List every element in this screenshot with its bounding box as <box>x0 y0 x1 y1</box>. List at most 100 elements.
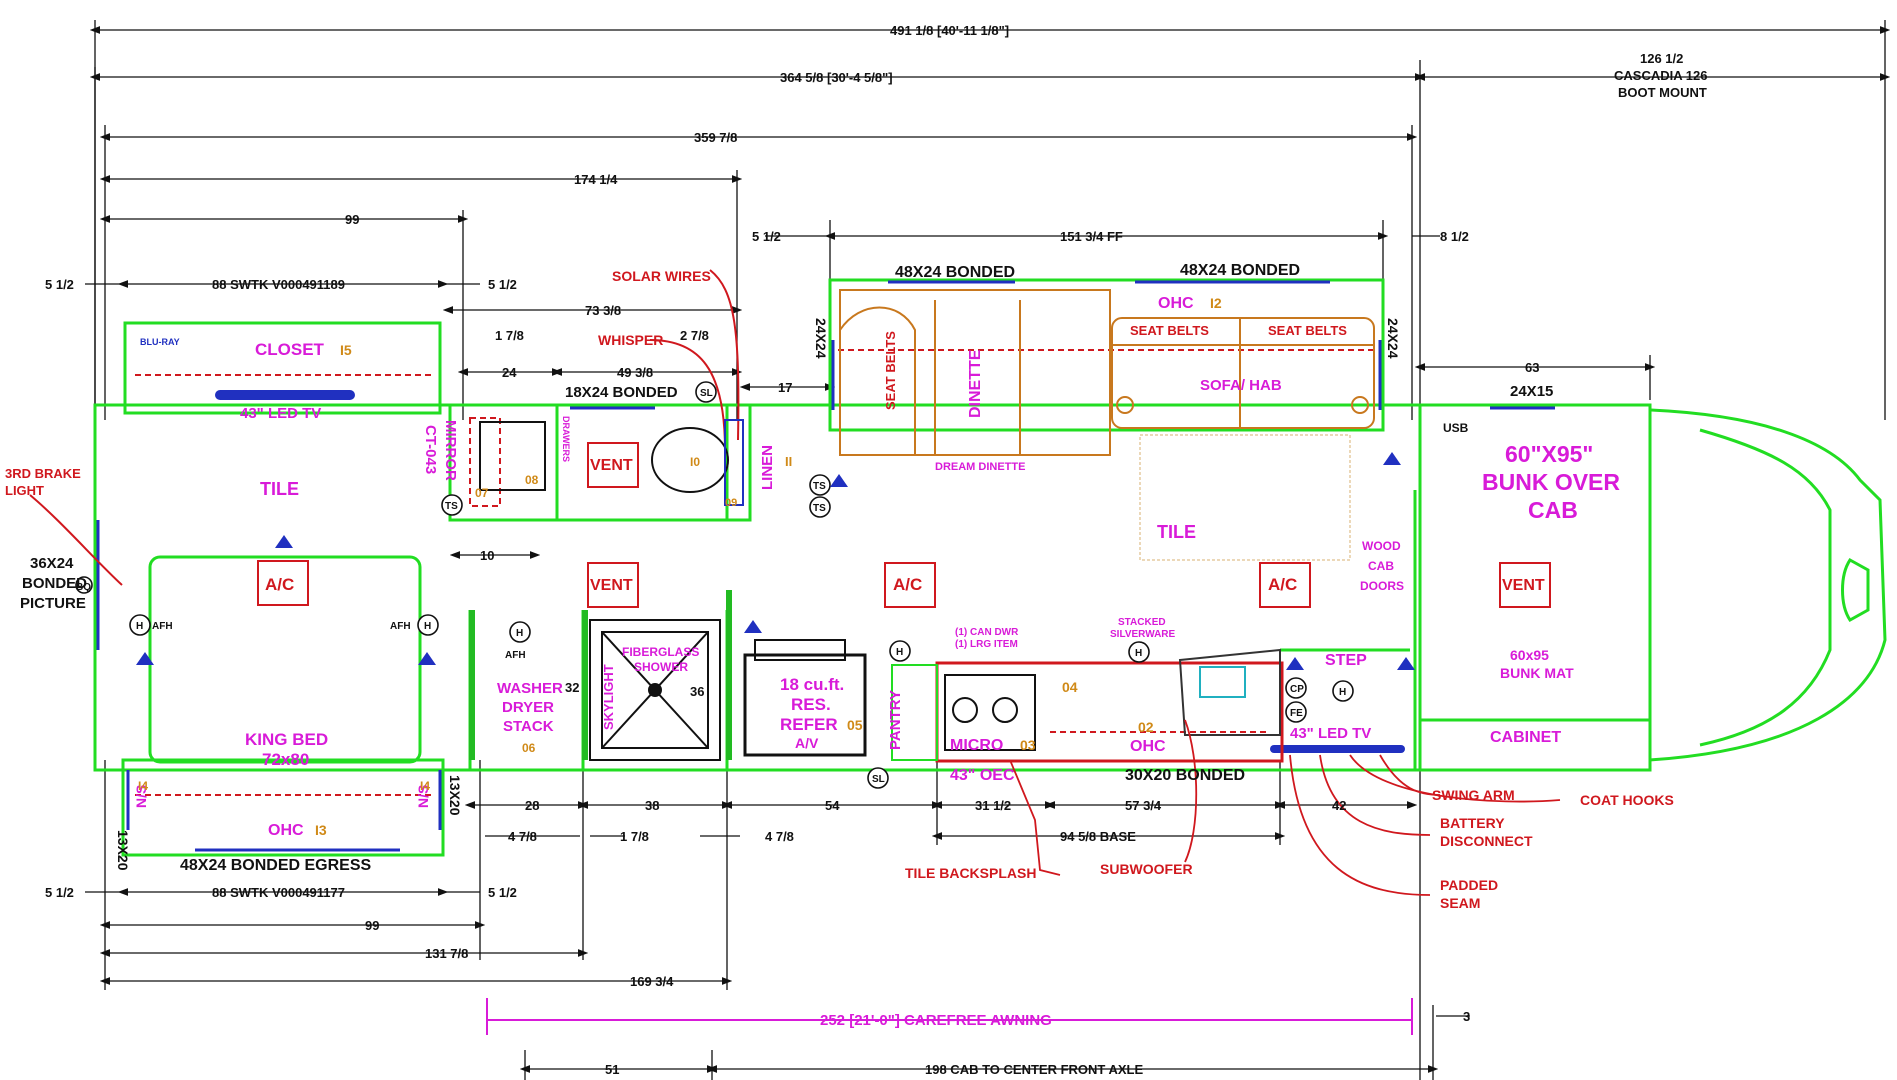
dim-151: 151 3/4 FF <box>1060 229 1123 244</box>
tv-bottom-shape <box>1270 745 1405 753</box>
fe-label: FE <box>1290 708 1303 719</box>
dim-5-mid-bot: 5 1/2 <box>488 885 517 900</box>
dim-57: 57 3/4 <box>1125 798 1162 813</box>
label-num-11: II <box>785 454 792 469</box>
dim-359: 359 7/8 <box>694 130 737 145</box>
dim-1-7-8-b: 1 7/8 <box>620 829 649 844</box>
label-drawers: DRAWERS <box>561 416 571 462</box>
alarm-triangles <box>136 452 1415 670</box>
h-bed-right: H <box>424 621 431 632</box>
dim-36: 36 <box>690 684 704 699</box>
tv-top-shape <box>215 390 355 400</box>
label-tile-backsplash: TILE BACKSPLASH <box>905 865 1036 881</box>
label-refer-num: 05 <box>847 717 863 733</box>
label-ns-right: N/S <box>415 785 431 808</box>
label-oec: 43" OEC <box>950 767 1015 784</box>
label-ac-mid: A/C <box>893 575 922 594</box>
dim-73: 73 3/8 <box>585 303 621 318</box>
label-ac-bed: A/C <box>265 575 294 594</box>
dim-5-sofa: 5 1/2 <box>752 229 781 244</box>
afh-left: AFH <box>152 621 173 632</box>
label-dream-dinette: DREAM DINETTE <box>935 461 1025 473</box>
roof-units <box>257 442 1551 608</box>
label-padded-1: PADDED <box>1440 877 1498 893</box>
label-num-07: 07 <box>475 486 489 500</box>
label-subwoofer: SUBWOOFER <box>1100 861 1193 877</box>
label-vent-bunk: VENT <box>1502 577 1545 594</box>
label-refer-3: REFER <box>780 715 838 734</box>
label-bonded-24-l: 24X24 <box>813 318 829 359</box>
label-bunk-2: BUNK OVER <box>1482 469 1620 495</box>
label-fiberglass-1: FIBERGLASS <box>622 645 699 659</box>
label-bath-bonded: 18X24 BONDED <box>565 384 678 401</box>
dim-3: 3 <box>1463 1009 1470 1024</box>
label-blu-ray: BLU-RAY <box>140 337 180 347</box>
label-seat-belts-1: SEAT BELTS <box>1130 323 1209 338</box>
label-bonded-24-r: 24X24 <box>1385 318 1401 359</box>
sl-bath: SL <box>700 388 713 399</box>
dim-174: 174 1/4 <box>574 172 618 187</box>
h-bed-left: H <box>136 621 143 632</box>
label-king-bed-1: KING BED <box>245 730 328 749</box>
label-picture-2: BONDED <box>22 575 87 592</box>
h-kitchen: H <box>1135 648 1142 659</box>
label-num-08: 08 <box>525 473 539 487</box>
solar-wire-line <box>709 269 740 441</box>
label-coat-hooks: COAT HOOKS <box>1580 792 1674 808</box>
label-brake-2: LIGHT <box>5 483 44 498</box>
label-ohc-12-num: I2 <box>1210 295 1222 311</box>
room-labels: CLOSET I5 BLU-RAY 43" LED TV TILE KING B… <box>5 262 1674 911</box>
dim-1-7-8: 1 7/8 <box>495 328 524 343</box>
label-num-04: 04 <box>1062 679 1078 695</box>
dim-body: 364 5/8 [30'-4 5/8"] <box>780 70 893 85</box>
label-stacked-1: STACKED <box>1118 617 1166 628</box>
callout-leaders <box>1009 719 1561 896</box>
afh-right: AFH <box>390 621 411 632</box>
label-led-tv-top: 43" LED TV <box>240 405 321 422</box>
label-refer-av: A/V <box>795 735 819 751</box>
dim-cab-3: BOOT MOUNT <box>1618 85 1707 100</box>
cp-label: CP <box>1290 684 1304 695</box>
label-picture-1: 36X24 <box>30 555 74 572</box>
label-micro-num: 03 <box>1020 737 1036 753</box>
label-king-bed-2: 72x80 <box>262 750 309 769</box>
label-num-09: 09 <box>725 497 737 509</box>
label-13x20-l: 13X20 <box>115 830 131 871</box>
label-stacked-2: SILVERWARE <box>1110 629 1176 640</box>
awning-dimension <box>486 998 1413 1035</box>
bath-fixtures <box>479 419 1246 761</box>
dim-5-mid-top: 5 1/2 <box>488 277 517 292</box>
label-brake-1: 3RD BRAKE <box>5 466 81 481</box>
wall-symbols <box>75 381 1354 789</box>
h-washer: H <box>516 628 523 639</box>
label-bunk-mat-2: BUNK MAT <box>1500 665 1574 681</box>
label-step: STEP <box>1325 652 1367 669</box>
label-wood-1: WOOD <box>1362 539 1401 553</box>
dim-28: 28 <box>525 798 539 813</box>
label-tile-living: TILE <box>1157 522 1196 542</box>
dim-94: 94 5/8 BASE <box>1060 829 1136 844</box>
windows <box>96 280 1555 852</box>
dim-cab-2: CASCADIA 126 <box>1614 68 1707 83</box>
label-ohc-13: OHC <box>268 822 304 839</box>
brake-light-line <box>29 494 123 586</box>
dim-54: 54 <box>825 798 840 813</box>
label-washer-num: 06 <box>522 741 536 755</box>
label-bq: BQ <box>76 582 91 593</box>
ts-linen-2: TS <box>813 503 826 514</box>
afh-washer: AFH <box>505 650 526 661</box>
label-picture-3: PICTURE <box>20 595 86 612</box>
dim-overall: 491 1/8 [40'-11 1/8"] <box>890 23 1009 38</box>
h-step: H <box>1339 687 1346 698</box>
label-swing-arm: SWING ARM <box>1432 787 1515 803</box>
label-whisper: WHISPER <box>598 332 663 348</box>
dimension-lines <box>85 20 1891 1080</box>
label-cabinet: CABINET <box>1490 729 1561 746</box>
label-washer-3: STACK <box>503 718 554 735</box>
label-num-10: I0 <box>690 455 700 469</box>
label-ohc-02-num: 02 <box>1138 719 1154 735</box>
label-mirror: MIRROR <box>442 420 459 481</box>
dim-31: 31 1/2 <box>975 798 1011 813</box>
dim-4-7-8-b: 4 7/8 <box>765 829 794 844</box>
label-closet: CLOSET <box>255 340 325 359</box>
